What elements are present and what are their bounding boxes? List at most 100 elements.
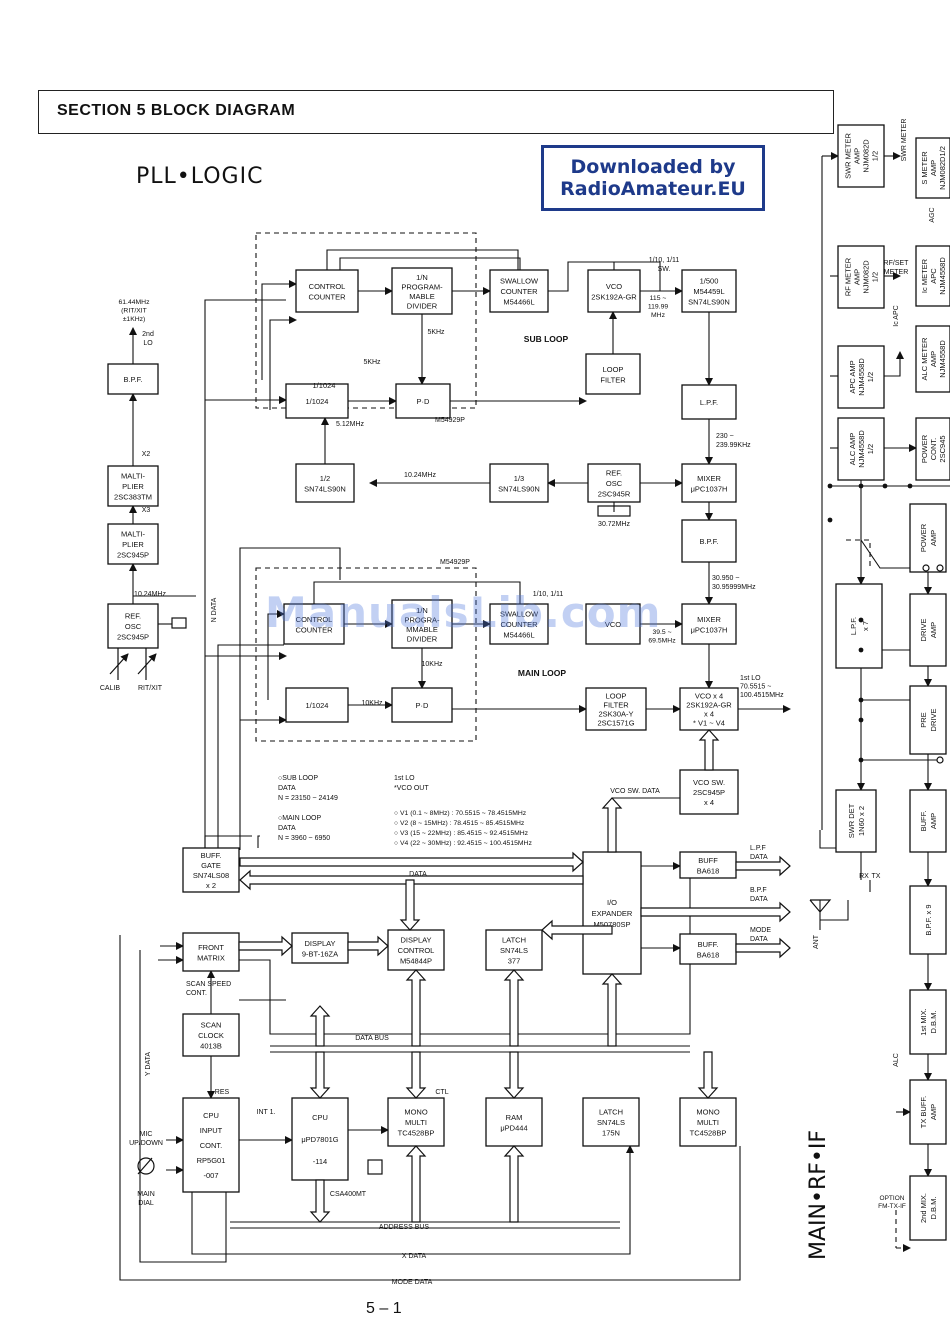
wire	[137, 653, 157, 675]
block-label: ALC AMP	[848, 433, 857, 466]
block-power-amp	[909, 503, 947, 573]
block-mixer-sub	[681, 463, 737, 503]
block-pre-drive	[909, 685, 947, 755]
label: ○MAIN LOOP	[278, 815, 321, 822]
label: 2nd	[142, 331, 154, 338]
block-label: CONT.	[200, 1141, 223, 1150]
block-label: 2SC945P	[117, 551, 149, 560]
block-vco-sw	[679, 769, 739, 815]
label: DATA	[278, 825, 296, 832]
bus-arrow	[601, 797, 623, 853]
label: SCAN SPEED	[186, 981, 231, 988]
block-label: TC4528BP	[398, 1129, 435, 1138]
block-label: AMP	[929, 351, 938, 367]
block-label: DISPLAY	[304, 939, 335, 948]
label: 10.24MHz	[134, 591, 166, 598]
banner-line-1: Downloaded by	[570, 156, 736, 178]
wire	[846, 539, 871, 570]
block-label: AMP	[929, 813, 938, 829]
label: 1st LO	[740, 675, 761, 682]
block-alc-meter	[915, 325, 950, 393]
block-label: x 2	[206, 881, 216, 890]
block-label: 2SK30A-Y	[598, 710, 633, 719]
label: 239.99KHz	[716, 442, 751, 449]
block-s-meter	[915, 137, 950, 199]
bus-arrow	[735, 855, 791, 877]
block-label: GATE	[201, 861, 221, 870]
label: X3	[142, 507, 151, 514]
wire	[267, 610, 285, 700]
block-label: AMP	[853, 269, 862, 285]
block-label: CONTROL	[296, 615, 333, 624]
main-rf-if-title: MAIN•RF•IF	[806, 1129, 831, 1260]
block-label: FILTER	[603, 701, 629, 710]
label: 5KHz	[427, 329, 445, 336]
block-label: 9-BT-16ZA	[302, 949, 338, 958]
label: 115 ~	[650, 295, 667, 302]
bus-arrow	[238, 935, 293, 957]
wire	[809, 899, 832, 913]
block-label: 1/500	[700, 277, 719, 286]
main-dial-icon	[137, 1157, 155, 1175]
block-label: 1/2	[866, 372, 875, 382]
block-label: COUNTER	[500, 287, 538, 296]
block-bpf9	[909, 885, 947, 955]
vco-range: ○ V4 (22 ~ 30MHz) : 92.4515 ~ 100.4515MH…	[394, 840, 532, 847]
block-label: APC AMP	[848, 360, 857, 393]
block-front-matrix	[182, 932, 240, 972]
crystal-icon	[597, 505, 631, 517]
label: Ic APC	[893, 305, 900, 326]
block-label: D.B.M.	[929, 1197, 938, 1220]
block-div500	[681, 269, 737, 313]
block-label: * V1 ~ V4	[693, 719, 725, 728]
label: 5.12MHz	[336, 421, 365, 428]
block-label: SN74LS90N	[304, 484, 346, 493]
block-mix1	[909, 989, 947, 1055]
block-label: NJM082D1/2	[938, 146, 947, 190]
block-label: OSC	[606, 479, 623, 488]
block-label: LATCH	[502, 936, 526, 945]
vco-range: ○ V1 (0.1 ~ 8MHz) : 70.5515 ~ 78.4515MHz	[394, 810, 527, 817]
block-label: DIVIDER	[407, 301, 438, 310]
block-label: DRIVE	[919, 619, 928, 642]
block-label: MIXER	[697, 615, 721, 624]
wire	[239, 547, 341, 850]
block-label: APC	[929, 268, 938, 284]
block-label: -007	[203, 1171, 218, 1180]
junction-dot	[858, 647, 864, 653]
block-mix2	[909, 1175, 947, 1241]
block-label: CPU	[312, 1113, 328, 1122]
block-label: COUNTER	[295, 625, 333, 634]
block-label: x 7	[861, 621, 870, 631]
block-label: DRIVE	[929, 709, 938, 732]
block-label: MALTI-	[121, 472, 146, 481]
block-drive-amp	[909, 593, 947, 667]
junction-dot	[858, 617, 864, 623]
bus-arrow	[503, 1051, 525, 1099]
block-prog-divider-main	[391, 599, 453, 649]
block-label: 2SK192A-GR	[686, 701, 732, 710]
download-banner[interactable]: Downloaded by RadioAmateur.EU	[541, 145, 765, 211]
block-power-cont	[915, 417, 950, 481]
block-swr-det	[835, 789, 877, 853]
block-label: ALC METER	[920, 337, 929, 381]
block-label: B.P.F. x 9	[924, 904, 933, 935]
wire	[261, 280, 297, 380]
block-label: 2nd MIX.	[919, 1193, 928, 1223]
block-label: RAM	[506, 1113, 523, 1122]
block-buff-gate	[182, 847, 240, 893]
block-label: VCO x 4	[695, 692, 723, 701]
block-label: RP5G01	[197, 1156, 226, 1165]
block-third	[489, 463, 549, 503]
bus-arrow	[399, 879, 421, 931]
label: MAIN	[137, 1191, 155, 1198]
wire	[884, 351, 904, 377]
block-label: VCO	[606, 282, 622, 291]
label: CALIB	[100, 685, 121, 692]
ic-outline-sub	[255, 232, 477, 409]
label: ○SUB LOOP	[278, 775, 318, 782]
label: (RIT/XIT	[121, 308, 147, 315]
block-label: SWR DET	[847, 803, 856, 838]
